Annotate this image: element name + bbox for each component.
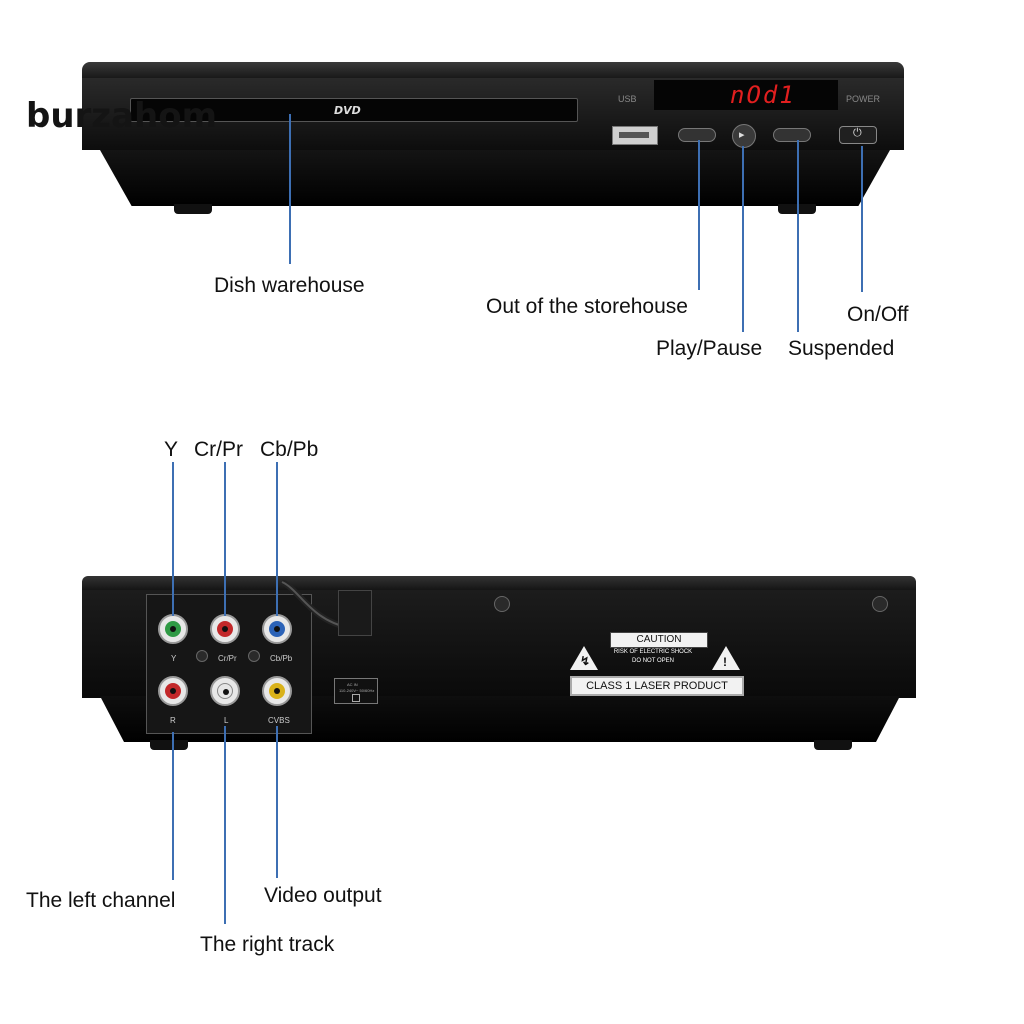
- jack-cr-pr-red[interactable]: [210, 614, 240, 644]
- caution-line-1: RISK OF ELECTRIC SHOCK: [613, 649, 693, 655]
- usb-label: USB: [618, 94, 637, 104]
- power-label: POWER: [846, 94, 881, 104]
- jack-label-cr-pr: Cr/Pr: [218, 654, 237, 663]
- label-cr-pr: Cr/Pr: [194, 438, 243, 461]
- callout-line-play: [742, 146, 744, 332]
- label-right-track: The right track: [200, 933, 335, 956]
- front-left-foot: [174, 204, 212, 214]
- jack-label-cvbs: CVBS: [268, 716, 290, 725]
- label-cb-pb: Cb/Pb: [260, 438, 319, 461]
- label-left-channel: The left channel: [26, 889, 176, 912]
- led-display-readout: nOd1: [730, 81, 796, 109]
- rear-right-foot: [814, 740, 852, 750]
- power-icon: ⏻: [853, 127, 862, 139]
- disc-tray[interactable]: [130, 98, 578, 122]
- callout-line-video-output: [276, 726, 278, 878]
- callout-line-cr-pr: [224, 462, 226, 616]
- brand-watermark: burzahom: [26, 96, 218, 136]
- jack-label-y: Y: [171, 654, 177, 663]
- play-pause-icon: ▸: [739, 129, 745, 141]
- callout-line-stop: [797, 140, 799, 332]
- dvd-player-front-top: [82, 62, 904, 80]
- power-cord-strain-relief: [338, 590, 372, 636]
- jack-cvbs-yellow[interactable]: [262, 676, 292, 706]
- power-spec-plate: AC IN 110-240V~ 50/60Hz: [334, 678, 378, 704]
- callout-line-cb-pb: [276, 462, 278, 616]
- jack-r-red[interactable]: [158, 676, 188, 706]
- label-y: Y: [164, 438, 179, 461]
- usb-port-slot: [619, 132, 649, 138]
- dvd-logo: DVD: [334, 104, 361, 117]
- double-insulation-icon: [352, 694, 360, 702]
- label-suspended: Suspended: [788, 337, 895, 360]
- callout-line-dish: [289, 114, 291, 264]
- jack-cb-pb-blue[interactable]: [262, 614, 292, 644]
- jack-label-cb-pb: Cb/Pb: [270, 654, 293, 663]
- jack-label-r: R: [170, 716, 176, 725]
- jack-label-l: L: [224, 716, 229, 725]
- label-out-of-storehouse: Out of the storehouse: [486, 295, 688, 318]
- spec-line-2: 110-240V~ 50/60Hz: [339, 688, 375, 693]
- label-on-off: On/Off: [847, 303, 909, 326]
- stop-button[interactable]: [773, 128, 811, 142]
- laser-class-label: CLASS 1 LASER PRODUCT: [570, 676, 744, 696]
- shock-warning-icon: ↯: [570, 646, 598, 670]
- rear-left-foot: [150, 740, 188, 750]
- callout-line-y: [172, 462, 174, 616]
- usb-port[interactable]: [612, 126, 658, 145]
- panel-screw-left: [196, 650, 208, 662]
- rear-screw-right: [872, 596, 888, 612]
- rear-screw-left: [494, 596, 510, 612]
- play-pause-button[interactable]: ▸: [732, 124, 756, 148]
- label-dish-warehouse: Dish warehouse: [214, 274, 365, 297]
- callout-line-eject: [698, 140, 700, 290]
- callout-line-power: [861, 146, 863, 292]
- exclamation-warning-icon: !: [712, 646, 740, 670]
- callout-line-left-channel: [172, 732, 174, 880]
- spec-line-1: AC IN: [347, 682, 358, 687]
- caution-line-2: DO NOT OPEN: [632, 658, 674, 664]
- jack-l-white[interactable]: [210, 676, 240, 706]
- label-video-output: Video output: [264, 884, 382, 907]
- jack-y-green[interactable]: [158, 614, 188, 644]
- eject-button[interactable]: [678, 128, 716, 142]
- panel-screw-right: [248, 650, 260, 662]
- power-button[interactable]: ⏻: [839, 126, 877, 144]
- label-play-pause: Play/Pause: [656, 337, 763, 360]
- led-display: [654, 80, 838, 110]
- callout-line-right-track: [224, 726, 226, 924]
- caution-title: CAUTION: [610, 632, 708, 648]
- dvd-player-front-base: [100, 150, 890, 206]
